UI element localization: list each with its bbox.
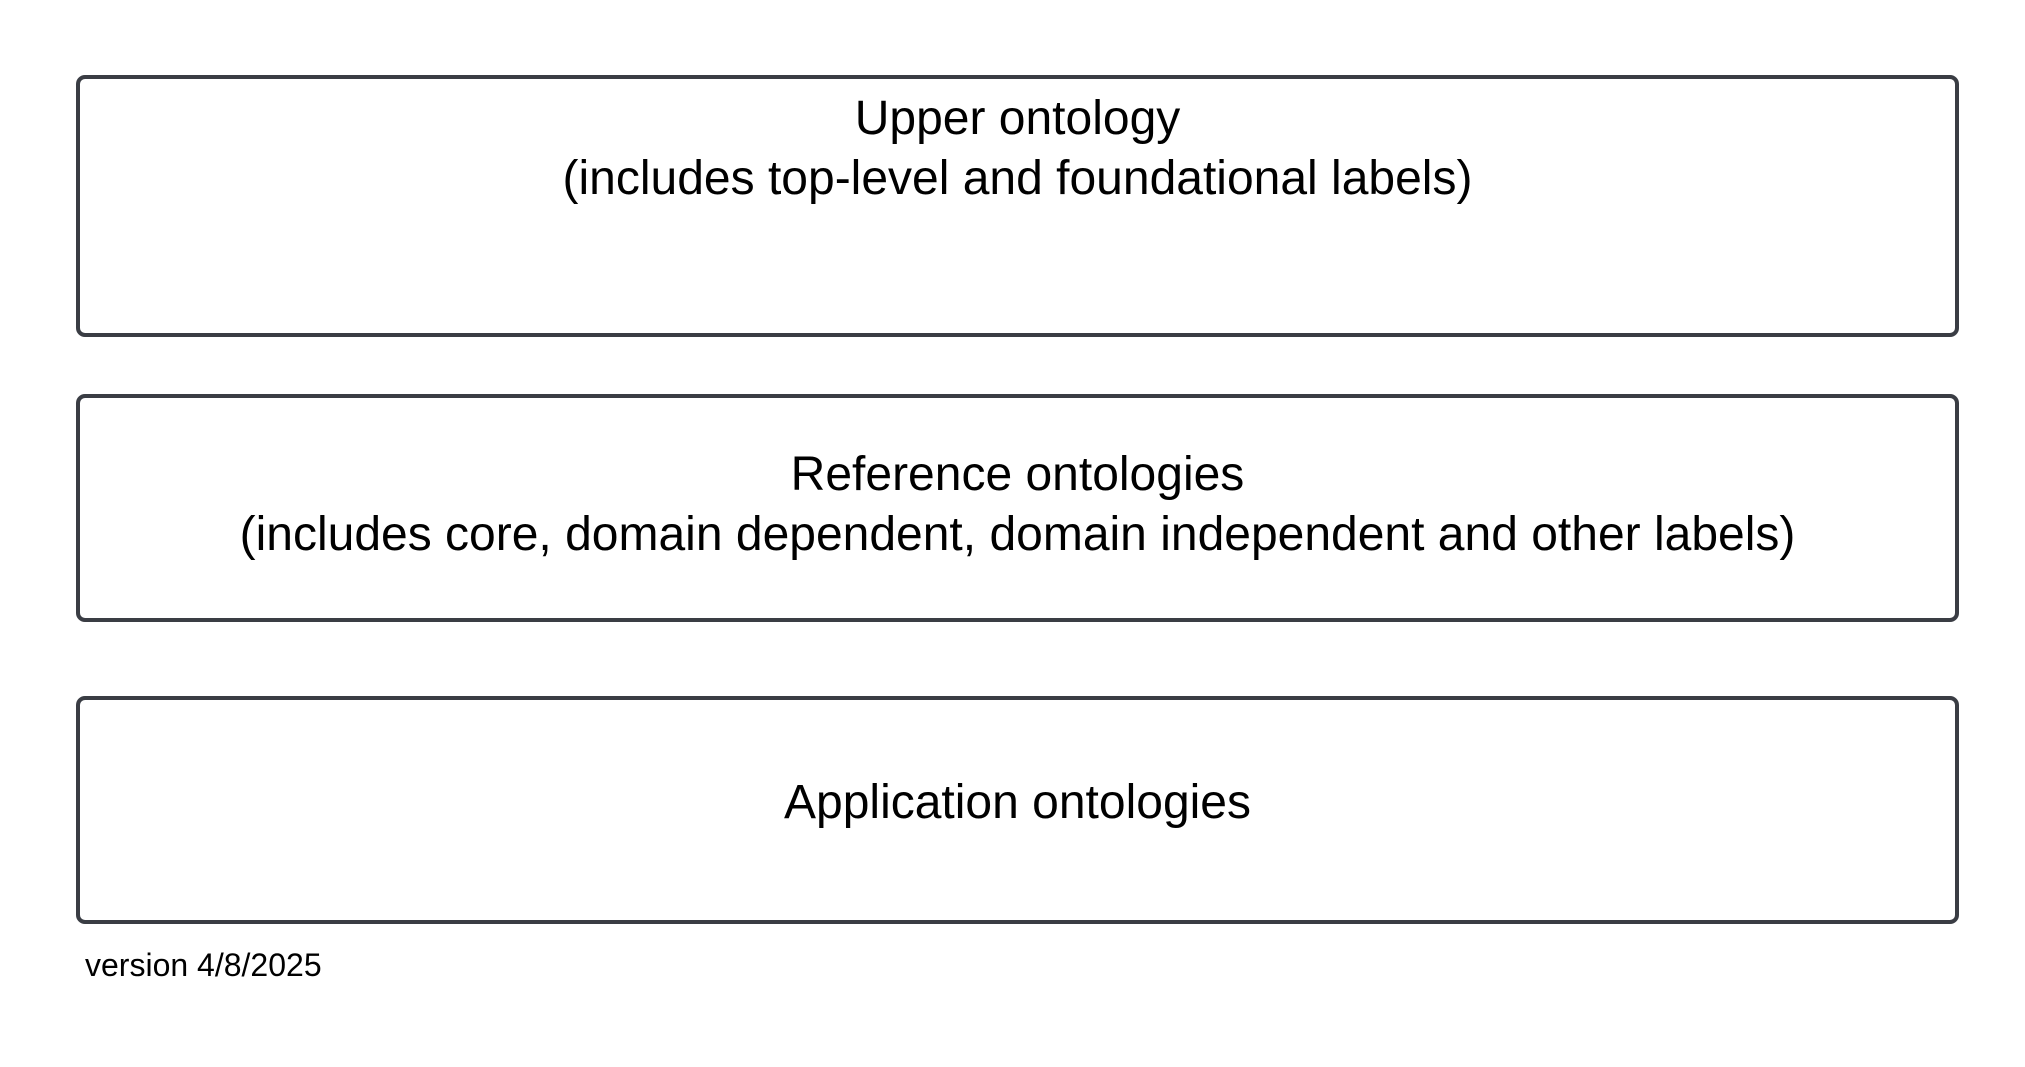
version-note: version 4/8/2025 <box>85 947 322 983</box>
reference-ontologies-subtitle: (includes core, domain dependent, domain… <box>239 508 1796 561</box>
upper-ontology-box: Upper ontology (includes top-level and f… <box>76 75 1959 337</box>
upper-ontology-subtitle: (includes top-level and foundational lab… <box>562 152 1473 205</box>
reference-ontologies-title: Reference ontologies <box>790 448 1245 501</box>
upper-ontology-title: Upper ontology <box>854 92 1181 145</box>
application-ontologies-title: Application ontologies <box>784 776 1251 829</box>
application-ontologies-box: Application ontologies <box>76 696 1959 924</box>
reference-ontologies-box: Reference ontologies (includes core, dom… <box>76 394 1959 622</box>
